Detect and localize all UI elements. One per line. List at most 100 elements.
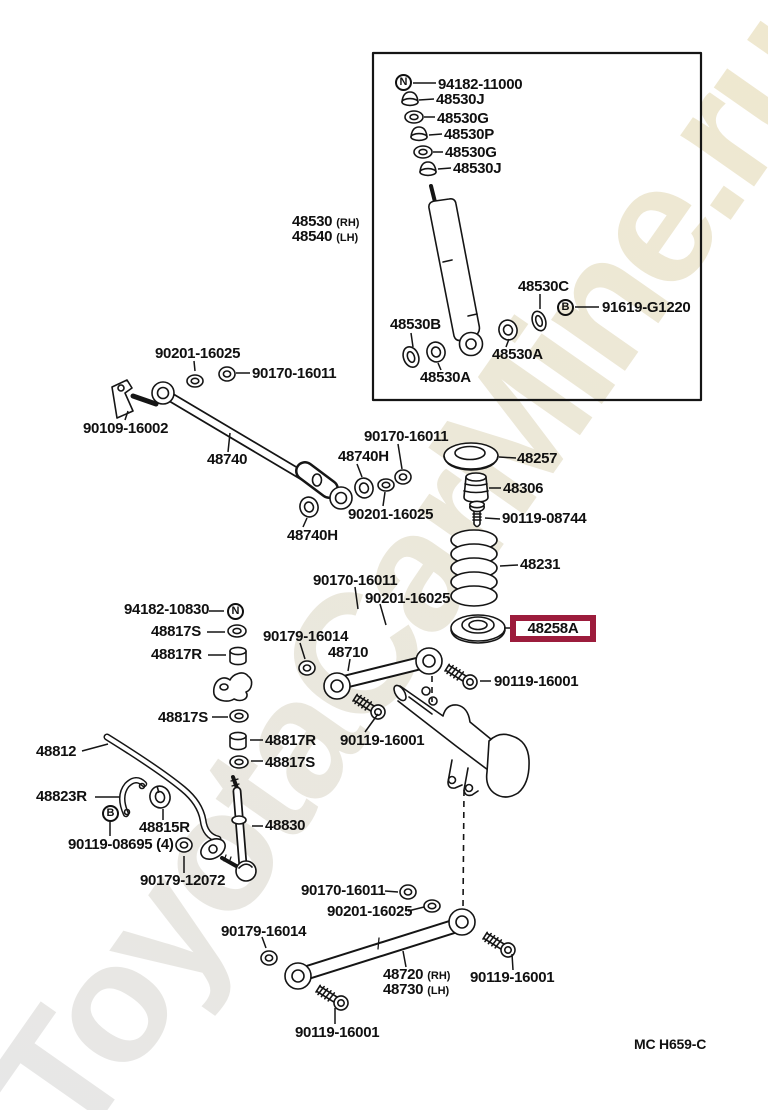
part-label-48817s-2: 48817S: [158, 709, 208, 726]
bush-48740h-left: [296, 494, 322, 520]
part-label-90170-16011-rod: 90170-16011: [364, 428, 449, 445]
part-label-48817s-3: 48817S: [265, 754, 315, 771]
part-48817s-3: [229, 755, 249, 769]
part-label-48306: 48306: [503, 480, 544, 497]
washer-90201-rod: [377, 478, 395, 492]
part-48817s-2: [229, 709, 249, 723]
part-number-48258a: 48258A: [527, 620, 579, 637]
axle-housing-drawing: [393, 684, 530, 798]
part-label-90119-16001-arm-front: 90119-16001: [340, 732, 425, 749]
part-label-90119-16001-arm-rear: 90119-16001: [494, 673, 579, 690]
washer-90201-top: [186, 374, 204, 388]
part-label-90170-16011-spring: 90170-16011: [313, 572, 398, 589]
part-label-lower-arm: 48720(RH) 48730(LH): [383, 966, 451, 998]
shock-mount-parts-column: [401, 91, 437, 177]
bolt-90119-16001-lower-front: [313, 981, 352, 1014]
coil-spring-drawing: [450, 529, 498, 607]
part-48817r-2: [229, 731, 247, 751]
part-label-48830: 48830: [265, 817, 306, 834]
lh-suffix: (LH): [336, 232, 359, 244]
bumper-bracket-drawing: [212, 672, 253, 702]
part-label-48740h-left: 48740H: [287, 527, 338, 544]
part-label-48817r-2: 48817R: [265, 732, 316, 749]
part-number-48730: 48730: [383, 981, 424, 998]
part-label-90170-16011-top: 90170-16011: [252, 365, 337, 382]
part-label-94182-11000: 94182-11000: [438, 76, 523, 93]
part-label-91619-g1220: 91619-G1220: [602, 299, 691, 316]
part-label-48530c: 48530C: [518, 278, 569, 295]
rh-suffix-lower: (RH): [427, 970, 451, 982]
part-label-90119-08695: 90119-08695 (4): [68, 836, 174, 853]
part-label-48530p: 48530P: [444, 126, 494, 143]
nut-90170-top: [218, 366, 236, 382]
symbol-n-circle-mid: N: [227, 603, 244, 620]
part-label-90109-16002: 90109-16002: [83, 420, 169, 437]
shock-absorber-drawing: [428, 184, 484, 357]
part-label-48710: 48710: [328, 644, 369, 661]
nut-90179-12072: [175, 837, 193, 853]
part-label-48530b: 48530B: [390, 316, 441, 333]
rh-suffix: (RH): [336, 217, 360, 229]
part-48817s-1: [227, 624, 247, 638]
part-label-90201-16025-lower: 90201-16025: [327, 903, 413, 920]
diagram-code: MC H659-C: [634, 1036, 707, 1052]
part-label-90119-16001-lower-front: 90119-16001: [295, 1024, 380, 1041]
part-number-48540: 48540: [292, 228, 333, 245]
part-label-90179-12072: 90179-12072: [140, 872, 226, 889]
lh-suffix-lower: (LH): [427, 985, 450, 997]
bolt-90119-08744-drawing: [468, 500, 485, 528]
part-label-shock-absorber: 48530(RH) 48540(LH): [292, 213, 360, 245]
lower-arm-drawing: [284, 908, 476, 990]
part-label-90179-16014-lower: 90179-16014: [221, 923, 307, 940]
part-number-48720: 48720: [383, 966, 424, 983]
symbol-b-circle-shock: B: [557, 299, 574, 316]
alignment-dashed-lines: [431, 676, 465, 909]
part-48817r-1: [229, 646, 247, 666]
spring-bumper-48306: [463, 472, 489, 503]
nut-90170-rod: [394, 469, 412, 485]
part-label-90119-08744: 90119-08744: [502, 510, 587, 527]
part-label-48257: 48257: [517, 450, 558, 467]
part-number-48530: 48530: [292, 213, 333, 230]
part-label-48812: 48812: [36, 743, 77, 760]
shock-lower-bushes: [402, 310, 547, 368]
part-label-48530j-lower: 48530J: [453, 160, 502, 177]
nut-90179-16014-upper: [298, 660, 316, 676]
part-label-48740: 48740: [207, 451, 248, 468]
lateral-rod-drawing: [111, 379, 353, 510]
upper-arm-drawing: [323, 647, 443, 700]
part-label-48815r: 48815R: [139, 819, 190, 836]
part-label-48530j-upper: 48530J: [436, 91, 485, 108]
washer-90201-lower: [423, 899, 441, 913]
highlighted-part-label-48258a: 48258A: [510, 615, 596, 642]
part-label-48740h-right: 48740H: [338, 448, 389, 465]
part-label-48817r-1: 48817R: [151, 646, 202, 663]
part-label-90201-16025-rod: 90201-16025: [348, 506, 434, 523]
part-label-90119-16001-lower-rear: 90119-16001: [470, 969, 555, 986]
part-label-48530a-left: 48530A: [420, 369, 471, 386]
part-label-48231: 48231: [520, 556, 561, 573]
part-label-48530g-upper: 48530G: [437, 110, 489, 127]
spring-seat-48257: [443, 442, 499, 471]
leader-lines: [81, 82, 599, 1024]
part-label-48817s-1: 48817S: [151, 623, 201, 640]
spring-insulator-48258a-drawing: [450, 614, 506, 644]
stabilizer-link-48830-drawing: [220, 775, 257, 882]
part-label-94182-10830: 94182-10830: [124, 601, 210, 618]
symbol-b-circle-stabilizer: B: [102, 805, 119, 822]
part-label-90201-16025-spring: 90201-16025: [365, 590, 451, 607]
part-label-90170-16011-lower: 90170-16011: [301, 882, 386, 899]
stabilizer-bracket-48823r-drawing: [119, 777, 148, 818]
nut-90170-lower: [399, 884, 417, 900]
stabilizer-bar-drawing: [103, 733, 226, 860]
inset-box-frame: [371, 51, 703, 402]
part-label-48530g-lower: 48530G: [445, 144, 497, 161]
nut-90179-16014-lower: [260, 950, 278, 966]
part-label-48530a-right: 48530A: [492, 346, 543, 363]
part-label-48823r: 48823R: [36, 788, 87, 805]
part-label-90179-16014-upper: 90179-16014: [263, 628, 349, 645]
symbol-n-circle-top: N: [395, 74, 412, 91]
bush-48815r-drawing: [149, 785, 171, 809]
